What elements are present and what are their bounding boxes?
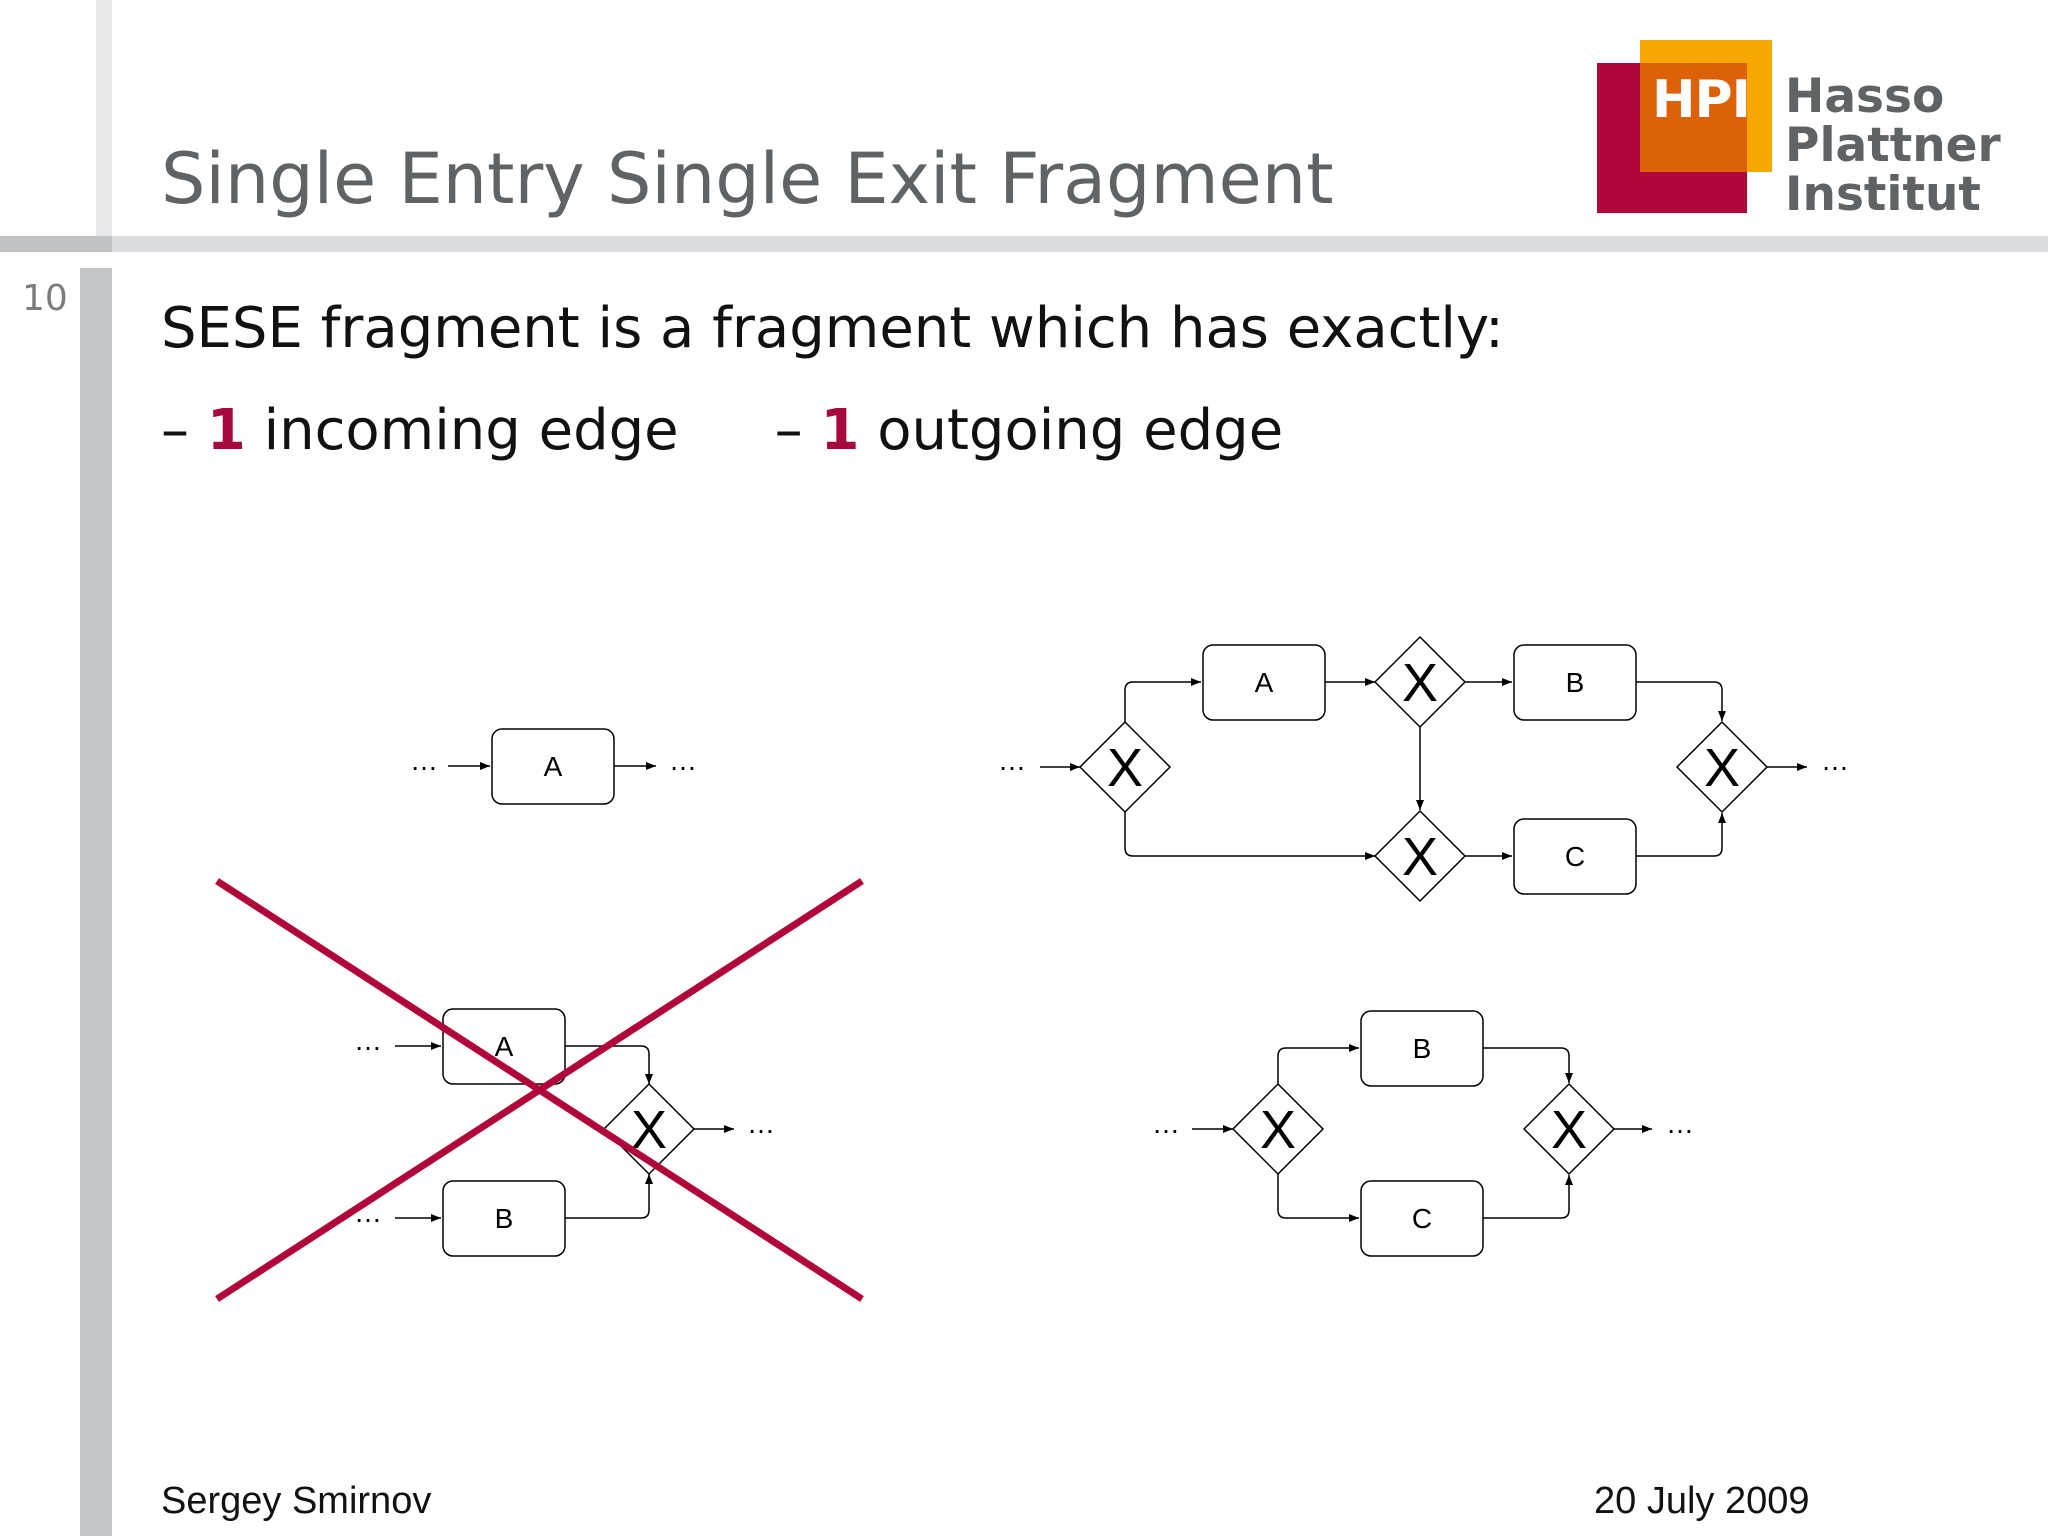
outgoing-edge-condition: – 1 outgoing edge — [775, 398, 1284, 463]
invalid-fragment: … A … B X … — [215, 878, 864, 1302]
edge — [1124, 812, 1375, 860]
definition-text: SESE fragment is a fragment which has ex… — [161, 296, 1504, 361]
logo-line-3: Institut — [1785, 167, 1981, 222]
task-label: A — [495, 1031, 514, 1062]
xor-gateway-symbol: X — [1704, 738, 1740, 798]
logo-line-1: Hasso — [1785, 69, 1945, 124]
continuation-dots: … — [1821, 745, 1849, 776]
continuation-dots: … — [669, 745, 697, 776]
edge — [1483, 1175, 1573, 1219]
xor-join-gateway — [1522, 1082, 1616, 1176]
slide-title: Single Entry Single Exit Fragment — [161, 138, 1334, 220]
xor-gateway — [602, 1082, 696, 1176]
logo-orange-overlap — [1640, 63, 1747, 172]
single-task-fragment: … A … — [410, 728, 697, 805]
task-label: B — [1566, 667, 1585, 698]
edge — [565, 1174, 653, 1219]
continuation-dots: … — [354, 1025, 382, 1056]
xor-gateway-symbol: X — [1260, 1100, 1296, 1160]
logo-line-2: Plattner — [1785, 118, 2001, 173]
edge — [1636, 813, 1726, 857]
footer-date: 20 July 2009 — [1594, 1480, 1810, 1522]
task-label: A — [544, 751, 563, 782]
task-label: C — [1412, 1203, 1432, 1234]
xor-block-fragment: … X B C X … — [1152, 1010, 1694, 1257]
page-number: 10 — [22, 278, 68, 319]
incoming-edge-condition: – 1 incoming edge — [161, 398, 679, 463]
edge — [1124, 678, 1201, 722]
footer-author: Sergey Smirnov — [161, 1480, 432, 1522]
bullet-dash: – — [161, 398, 207, 463]
outgoing-label: outgoing edge — [859, 398, 1284, 463]
frame-bar-top — [96, 0, 112, 240]
outgoing-count: 1 — [820, 398, 860, 463]
continuation-dots: … — [1152, 1108, 1180, 1139]
continuation-dots: … — [747, 1108, 775, 1139]
xor-gateway-symbol: X — [1107, 738, 1143, 798]
header-divider-corner — [0, 236, 112, 252]
incoming-count: 1 — [206, 398, 246, 463]
continuation-dots: … — [1666, 1108, 1694, 1139]
task-label: B — [495, 1203, 514, 1234]
continuation-dots: … — [998, 745, 1026, 776]
left-frame-bar — [80, 268, 112, 1536]
xor-gateway-symbol: X — [1402, 653, 1438, 713]
nested-xor-fragment: … X A X B X C — [998, 635, 1849, 903]
logo-abbreviation: HPI — [1652, 70, 1751, 130]
task-label: A — [1255, 667, 1274, 698]
xor-join-gateway — [1675, 720, 1769, 814]
task-label: B — [1413, 1033, 1432, 1064]
task-label: C — [1565, 841, 1585, 872]
edge — [1483, 1047, 1573, 1083]
xor-gateway — [1373, 809, 1467, 903]
header-divider — [0, 236, 2048, 252]
continuation-dots: … — [410, 745, 438, 776]
definition-conditions: – 1 incoming edge– 1 outgoing edge — [161, 398, 1283, 463]
edge — [1277, 1044, 1359, 1084]
bullet-dash: – — [774, 398, 821, 463]
edge — [565, 1045, 653, 1084]
xor-gateway-symbol: X — [1402, 827, 1438, 887]
incoming-label: incoming edge — [245, 398, 679, 463]
cross-out-line — [215, 878, 864, 1302]
xor-gateway-symbol: X — [1551, 1100, 1587, 1160]
logo-wordmark: Hasso Plattner Institut — [1785, 72, 2001, 219]
edge — [1636, 681, 1726, 721]
edge — [1277, 1174, 1359, 1222]
